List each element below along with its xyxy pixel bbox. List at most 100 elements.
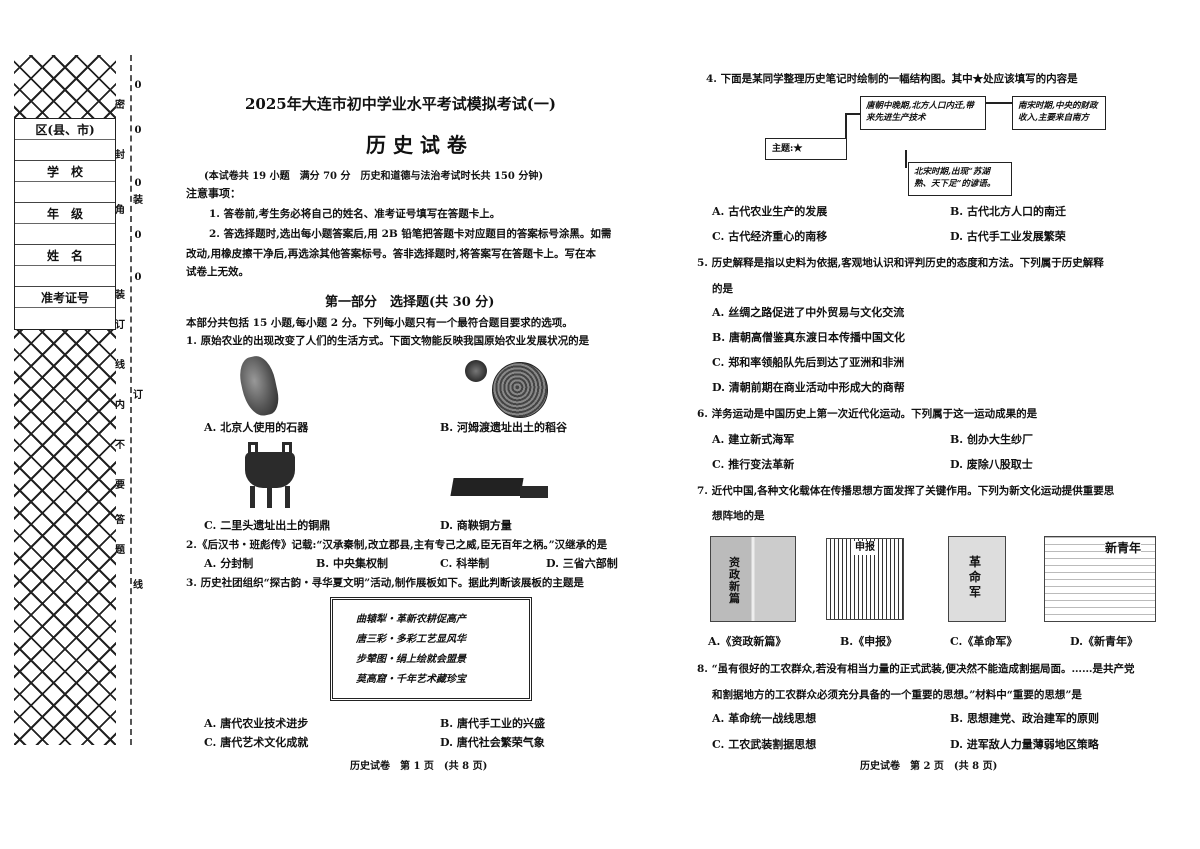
option-1a[interactable]: A. 北京人使用的石器: [204, 421, 309, 434]
option-5a[interactable]: A. 丝绸之路促进了中外贸易与文化交流: [712, 306, 905, 319]
cover-title: 申报: [853, 541, 877, 555]
info-row-school[interactable]: 学 校: [15, 161, 115, 203]
exhibit-line: 唐三彩・多彩工艺显风华: [356, 634, 466, 645]
question-4: 4. 下面是某同学整理历史笔记时绘制的一幅结构图。其中★处应该填写的内容是: [706, 73, 1078, 85]
option-8b[interactable]: B. 思想建党、政治建军的原则: [950, 712, 1099, 725]
seal-char: 订: [115, 320, 125, 331]
margin-hatch-top: [14, 55, 116, 118]
question-3: 3. 历史社团组织“探古韵・寻华夏文明”活动,制作展板如下。据此判断该展板的主题…: [186, 577, 584, 589]
rice-grain-image: [492, 362, 548, 418]
option-6c[interactable]: C. 推行变法革新: [712, 458, 795, 471]
option-2a[interactable]: A. 分封制: [204, 557, 254, 570]
stone-tool-image: [236, 353, 282, 419]
option-3d[interactable]: D. 唐代社会繁荣气象: [440, 736, 545, 749]
bronze-ding-ear: [248, 442, 258, 454]
question-8-line: 和割据地方的工农群众必须充分具备的一个重要的思想。”材料中“重要的思想”是: [712, 689, 1082, 701]
option-7a[interactable]: A.《资政新篇》: [708, 635, 787, 648]
notice-line: 改动,用橡皮擦干净后,再选涂其他答案标号。答非选择题时,将答案写在答题卡上。写在…: [186, 248, 596, 260]
option-5c[interactable]: C. 郑和率领船队先后到达了亚洲和非洲: [712, 356, 905, 369]
option-4d[interactable]: D. 古代手工业发展繁荣: [950, 230, 1066, 243]
seal-mark: 线: [133, 580, 143, 591]
info-label: 姓 名: [46, 249, 83, 263]
seal-mark: 装: [133, 195, 143, 206]
shang-yang-measure-handle: [520, 486, 548, 498]
option-4c[interactable]: C. 古代经济重心的南移: [712, 230, 828, 243]
option-6a[interactable]: A. 建立新式海军: [712, 433, 795, 446]
info-label: 准考证号: [40, 291, 89, 305]
seal-char: 要: [115, 480, 125, 491]
notice-line: 1. 答卷前,考生务必将自己的姓名、准考证号填写在答题卡上。: [209, 208, 501, 220]
seal-mark: 0: [134, 272, 142, 283]
seal-char: 内: [115, 400, 125, 411]
notice-line: 2. 答选择题时,选出每小题答案后,用 2B 铅笔把答题卡对应题目的答案标号涂黑…: [209, 228, 612, 240]
page-footer-left: 历史试卷 第 1 页 (共 8 页): [350, 761, 488, 772]
notice-heading: 注意事项：: [186, 187, 241, 200]
page-footer-right: 历史试卷 第 2 页 (共 8 页): [860, 761, 998, 772]
option-3a[interactable]: A. 唐代农业技术进步: [204, 717, 309, 730]
map-center-node: 主题:★: [765, 138, 847, 160]
map-node-3: 北宋时期,出现“苏湖熟、天下足”的谚语。: [908, 162, 1012, 196]
question-5-line: 的是: [712, 283, 733, 295]
exam-title: 2025年大连市初中学业水平考试模拟考试(一): [245, 95, 556, 113]
option-4b[interactable]: B. 古代北方人口的南迁: [950, 205, 1066, 218]
option-2b[interactable]: B. 中央集权制: [316, 557, 388, 570]
option-2d[interactable]: D. 三省六部制: [546, 557, 618, 570]
question-5-line: 5. 历史解释是指以史料为依据,客观地认识和评判历史的态度和方法。下列属于历史解…: [697, 257, 1104, 269]
cover-title: 革命军: [969, 555, 982, 599]
info-row-grade[interactable]: 年 级: [15, 203, 115, 245]
margin-hatch-bottom: [14, 330, 116, 745]
map-node-text: 唐朝中晚期,北方人口内迁,带来先进生产技术: [866, 101, 974, 123]
option-5b[interactable]: B. 唐朝高僧鉴真东渡日本传播中国文化: [712, 331, 905, 344]
seal-char: 角: [115, 205, 125, 216]
seal-char: 密: [115, 100, 125, 111]
seal-char: 不: [115, 440, 125, 451]
shang-yang-measure-image: [450, 478, 524, 496]
map-center-text: 主题:★: [772, 144, 803, 154]
cover-geming-jun: 革命军: [948, 536, 1006, 622]
notice-line: 试卷上无效。: [186, 266, 249, 278]
option-3c[interactable]: C. 唐代艺术文化成就: [204, 736, 309, 749]
seal-mark: 0: [134, 80, 142, 91]
option-7b[interactable]: B.《申报》: [840, 635, 898, 648]
info-row-name[interactable]: 姓 名: [15, 245, 115, 287]
question-2: 2.《后汉书・班彪传》记载:“汉承秦制,改立郡县,主有专己之威,臣无百年之柄。”…: [186, 539, 608, 551]
seal-char: 封: [115, 150, 125, 161]
bronze-ding-leg: [267, 486, 272, 508]
info-row-exam-id[interactable]: 准考证号: [15, 287, 115, 329]
option-1b[interactable]: B. 河姆渡遗址出土的稻谷: [440, 421, 567, 434]
bronze-ding-leg: [250, 486, 255, 508]
option-7c[interactable]: C.《革命军》: [950, 635, 1018, 648]
question-7-line: 7. 近代中国,各种文化载体在传播思想方面发挥了关键作用。下列为新文化运动提供重…: [697, 485, 1115, 497]
option-1c[interactable]: C. 二里头遗址出土的铜鼎: [204, 519, 331, 532]
info-row-district[interactable]: 区(县、市): [15, 119, 115, 161]
cover-xin-qingnian: 新青年: [1044, 536, 1156, 622]
option-8c[interactable]: C. 工农武装割据思想: [712, 738, 817, 751]
seal-char: 题: [115, 545, 125, 556]
rice-grain-small-image: [465, 360, 487, 382]
map-node-text: 北宋时期,出现“苏湖熟、天下足”的谚语。: [914, 167, 996, 189]
option-6d[interactable]: D. 废除八股取士: [950, 458, 1033, 471]
question-7-line: 想阵地的是: [712, 510, 765, 522]
option-8a[interactable]: A. 革命统一战线思想: [712, 712, 817, 725]
option-4a[interactable]: A. 古代农业生产的发展: [712, 205, 828, 218]
seal-mark: 0: [134, 125, 142, 136]
option-8d[interactable]: D. 进军敌人力量薄弱地区策略: [950, 738, 1099, 751]
option-6b[interactable]: B. 创办大生纱厂: [950, 433, 1033, 446]
cover-shenbao: 申报: [826, 538, 904, 620]
option-2c[interactable]: C. 科举制: [440, 557, 490, 570]
map-node-text: 南宋时期,中央的财政收入,主要来自南方: [1018, 101, 1098, 123]
exhibit-line: 莫高窟・千年艺术藏珍宝: [356, 674, 466, 685]
info-label: 年 级: [46, 207, 83, 221]
cover-title: 资政新篇: [729, 556, 740, 605]
exhibit-line: 步辇图・绢上绘就会盟景: [356, 654, 466, 665]
seal-line: [130, 55, 132, 745]
question-6: 6. 洋务运动是中国历史上第一次近代化运动。下列属于这一运动成果的是: [697, 408, 1038, 420]
option-7d[interactable]: D.《新青年》: [1070, 635, 1138, 648]
seal-mark: 0: [134, 178, 142, 189]
map-connector: [845, 113, 847, 153]
exhibit-line: 曲辕犁・革新农耕促高产: [356, 614, 466, 625]
option-1d[interactable]: D. 商鞅铜方量: [440, 519, 512, 532]
option-3b[interactable]: B. 唐代手工业的兴盛: [440, 717, 545, 730]
info-label: 学 校: [46, 165, 83, 179]
option-5d[interactable]: D. 清朝前期在商业活动中形成大的商帮: [712, 381, 905, 394]
